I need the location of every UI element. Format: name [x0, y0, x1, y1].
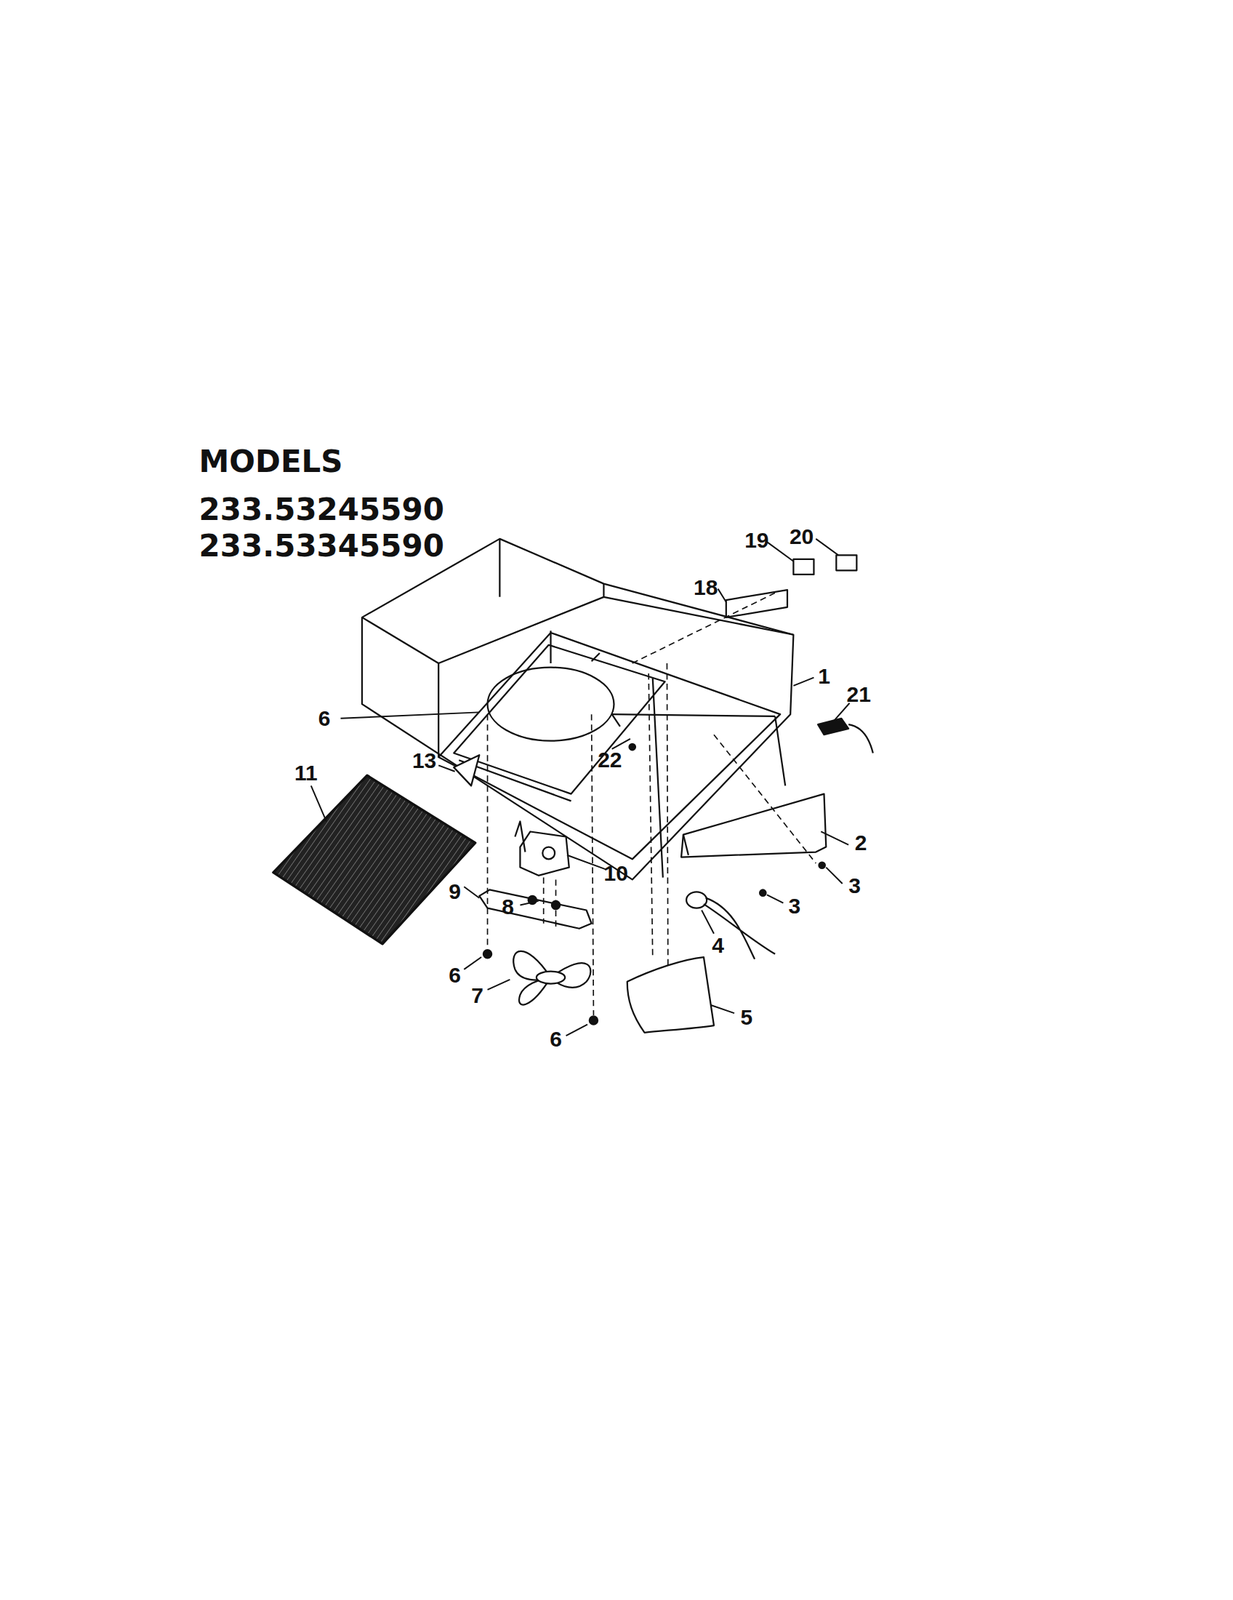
callout-number: 3	[848, 874, 861, 897]
callout-number: 8	[501, 895, 514, 918]
callout-number: 2	[854, 831, 868, 854]
callout-number: 6	[549, 1027, 562, 1050]
callout-number: 18	[693, 576, 718, 599]
callout-number: 11	[294, 761, 318, 784]
callout-number: 6	[318, 707, 331, 730]
callout-number: 7	[471, 984, 484, 1007]
callout-number: 10	[604, 862, 629, 885]
callout-number: 9	[448, 880, 461, 903]
model-number: 233.53245590	[199, 494, 445, 525]
callout-number: 5	[740, 1006, 754, 1028]
callout-number: 20	[789, 525, 814, 548]
callout-number: 13	[412, 749, 437, 772]
callout-number: 1	[817, 665, 831, 688]
callout-number: 4	[711, 934, 725, 957]
callout-number: 19	[744, 529, 769, 552]
callout-number: 21	[846, 683, 871, 706]
callout-number: 3	[788, 894, 801, 917]
model-number: 233.53345590	[199, 530, 445, 562]
callout-number: 22	[597, 748, 622, 771]
callout-number: 6	[448, 964, 461, 986]
models-heading: MODELS	[199, 446, 344, 477]
